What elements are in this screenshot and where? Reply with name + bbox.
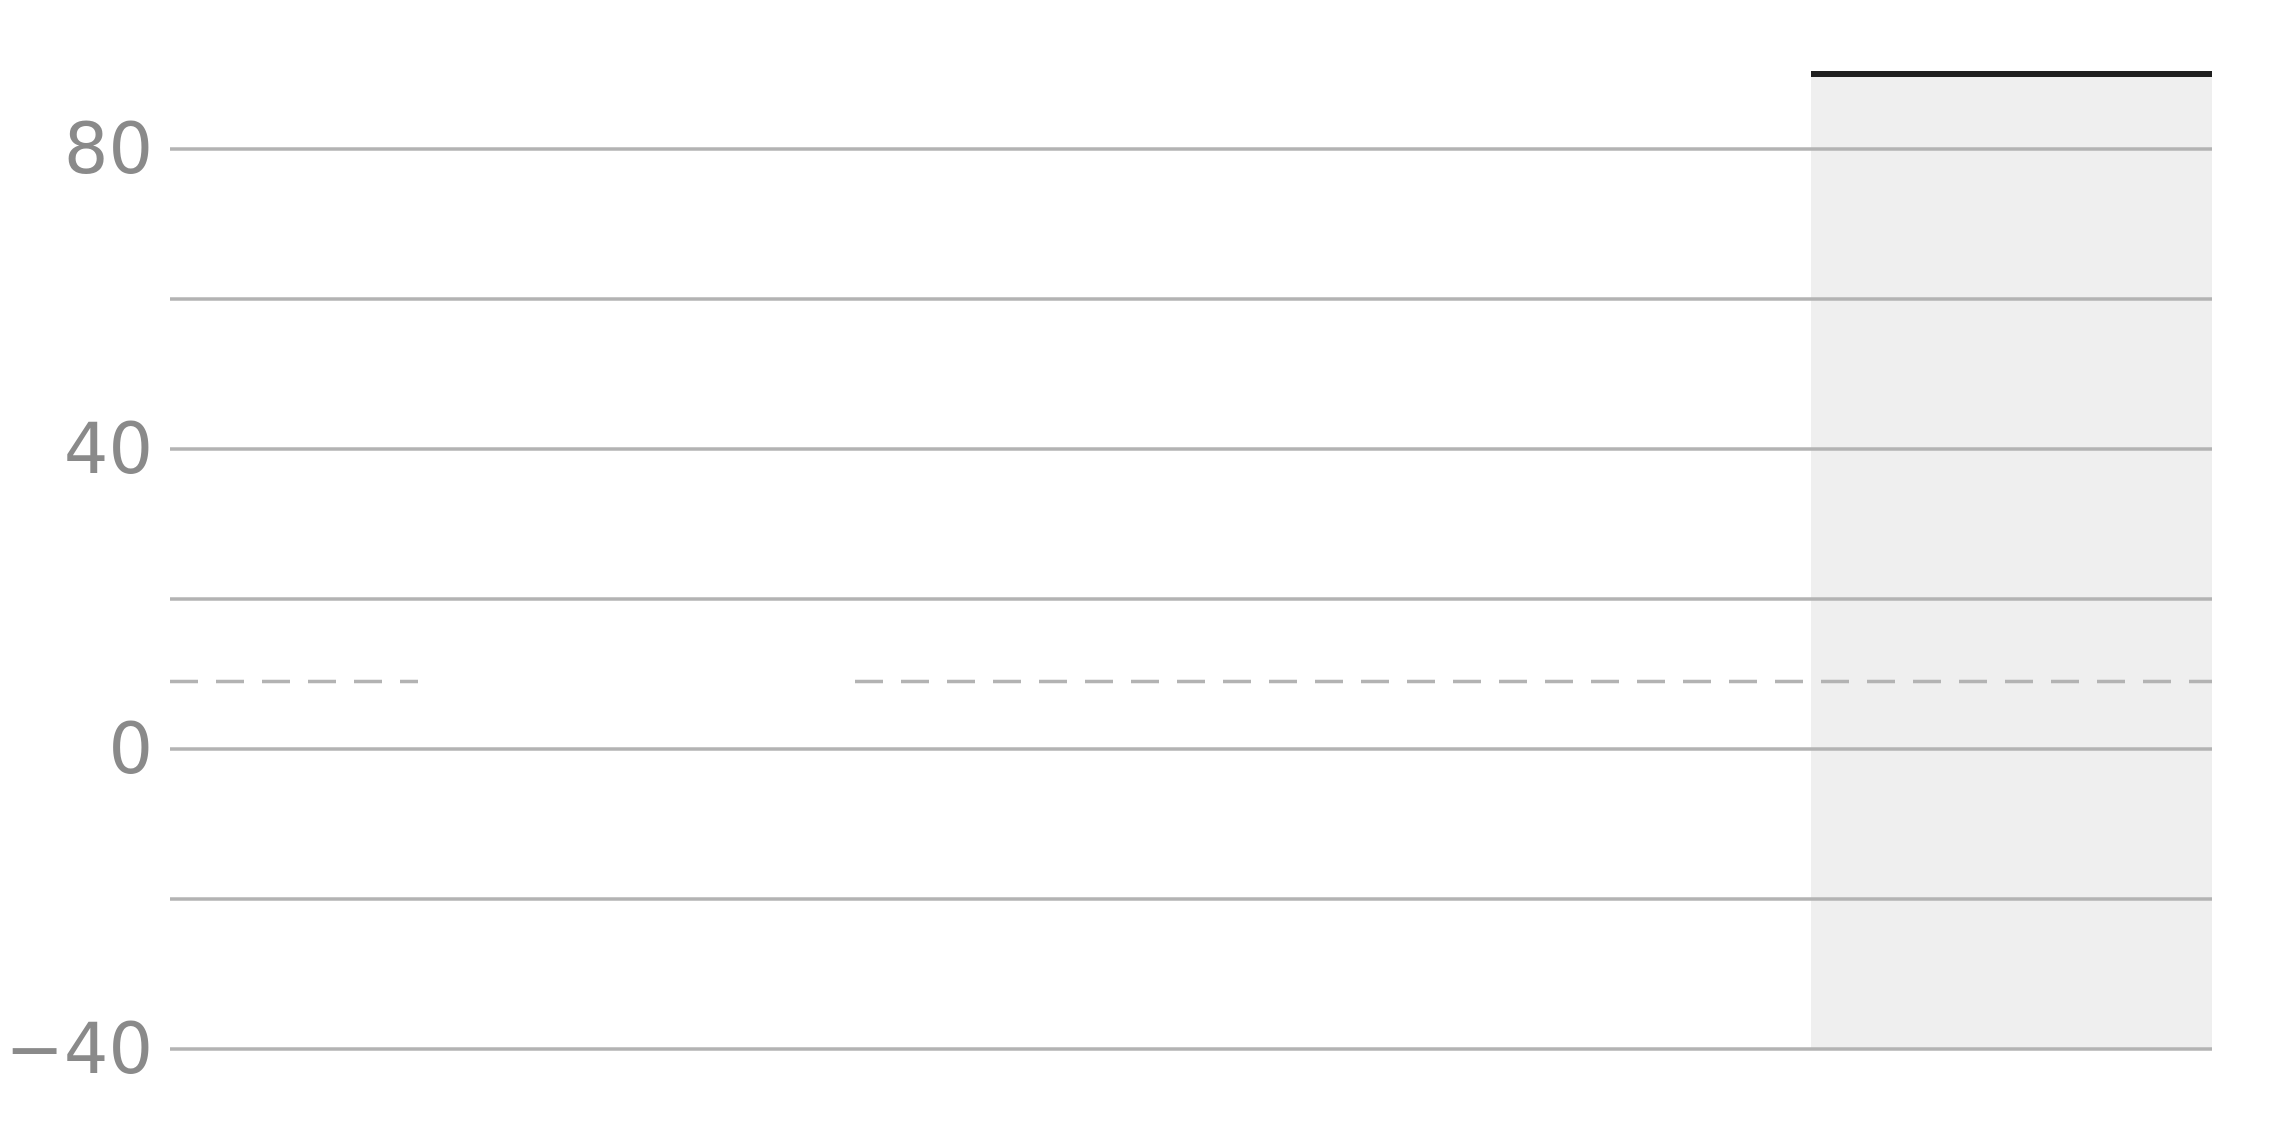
highlight-region [1811, 74, 2212, 1049]
highlight-region-layer [1811, 71, 2212, 1049]
y-axis-tick-labels: −40 0 40 80 [5, 108, 153, 1090]
y-tick-label: 80 [64, 108, 153, 190]
y-tick-label: 0 [108, 708, 153, 790]
y-tick-label: 40 [64, 408, 153, 490]
gridlines [170, 147, 2212, 1051]
y-tick-label: −40 [5, 1008, 153, 1090]
